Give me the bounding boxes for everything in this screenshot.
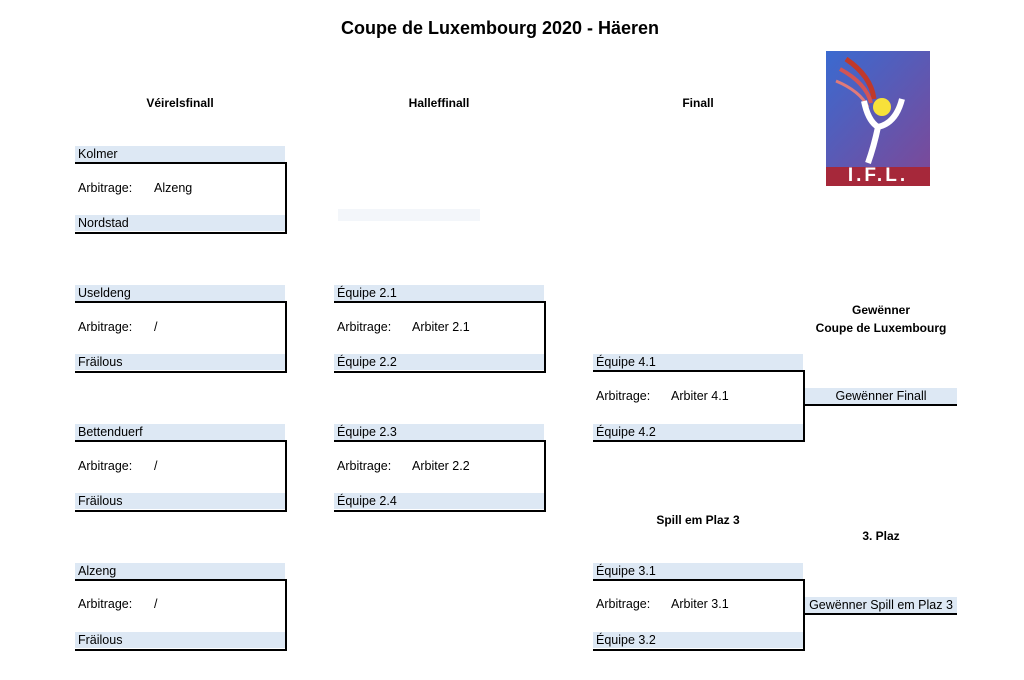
- third-team2: Équipe 3.2: [593, 632, 803, 648]
- sf1-team1: Équipe 2.1: [334, 285, 544, 301]
- qf3-referee: /: [154, 459, 158, 473]
- final-team2: Équipe 4.2: [593, 424, 803, 440]
- qf4-bracket: [75, 579, 287, 651]
- header-third-place: 3. Plaz: [862, 529, 900, 543]
- qf2-referee: /: [154, 320, 158, 334]
- qf2-bracket: [75, 301, 287, 373]
- header-semifinals: Halleffinall: [408, 96, 470, 110]
- qf2-team1: Useldeng: [75, 285, 285, 301]
- final-referee: Arbiter 4.1: [671, 389, 729, 403]
- sf1-bracket: [334, 301, 546, 373]
- header-final: Finall: [682, 96, 714, 110]
- ifl-logo-graphic: [826, 51, 930, 186]
- qf2-arbitrage-label: Arbitrage:: [78, 320, 133, 334]
- qf1-bracket: [75, 162, 287, 234]
- qf3-team1: Bettenduerf: [75, 424, 285, 440]
- qf1-team1: Kolmer: [75, 146, 285, 162]
- qf3-bracket: [75, 440, 287, 512]
- qf3-team2: Fräilous: [75, 493, 285, 509]
- ifl-logo: I.F.L.: [826, 51, 930, 186]
- sf2-team1: Équipe 2.3: [334, 424, 544, 440]
- third-winner: Gewënner Spill em Plaz 3: [805, 597, 957, 615]
- final-arbitrage-label: Arbitrage:: [596, 389, 651, 403]
- header-third-place-match: Spill em Plaz 3: [656, 513, 740, 527]
- sf1-referee: Arbiter 2.1: [412, 320, 470, 334]
- faint-placeholder: [338, 209, 480, 221]
- header-quarterfinals: Véirelsfinall: [146, 96, 214, 110]
- third-team1: Équipe 3.1: [593, 563, 803, 579]
- sf1-arbitrage-label: Arbitrage:: [337, 320, 392, 334]
- third-referee: Arbiter 3.1: [671, 597, 729, 611]
- sf2-arbitrage-label: Arbitrage:: [337, 459, 392, 473]
- header-winner-line2: Coupe de Luxembourg: [815, 321, 947, 335]
- third-bracket: [593, 579, 805, 651]
- ifl-logo-text: I.F.L.: [847, 165, 909, 186]
- qf4-team2: Fräilous: [75, 632, 285, 648]
- sf2-referee: Arbiter 2.2: [412, 459, 470, 473]
- qf4-arbitrage-label: Arbitrage:: [78, 597, 133, 611]
- final-team1: Équipe 4.1: [593, 354, 803, 370]
- qf4-team1: Alzeng: [75, 563, 285, 579]
- sf2-bracket: [334, 440, 546, 512]
- qf4-referee: /: [154, 597, 158, 611]
- qf2-team2: Fräilous: [75, 354, 285, 370]
- sf2-team2: Équipe 2.4: [334, 493, 544, 509]
- header-winner-line1: Gewënner: [851, 303, 911, 317]
- qf1-referee: Alzeng: [154, 181, 193, 195]
- qf1-arbitrage-label: Arbitrage:: [78, 181, 133, 195]
- final-bracket: [593, 370, 805, 442]
- final-winner: Gewënner Finall: [805, 388, 957, 406]
- third-arbitrage-label: Arbitrage:: [596, 597, 651, 611]
- sf1-team2: Équipe 2.2: [334, 354, 544, 370]
- qf1-team2: Nordstad: [75, 215, 285, 231]
- page-title: Coupe de Luxembourg 2020 - Häeren: [340, 18, 660, 38]
- qf3-arbitrage-label: Arbitrage:: [78, 459, 133, 473]
